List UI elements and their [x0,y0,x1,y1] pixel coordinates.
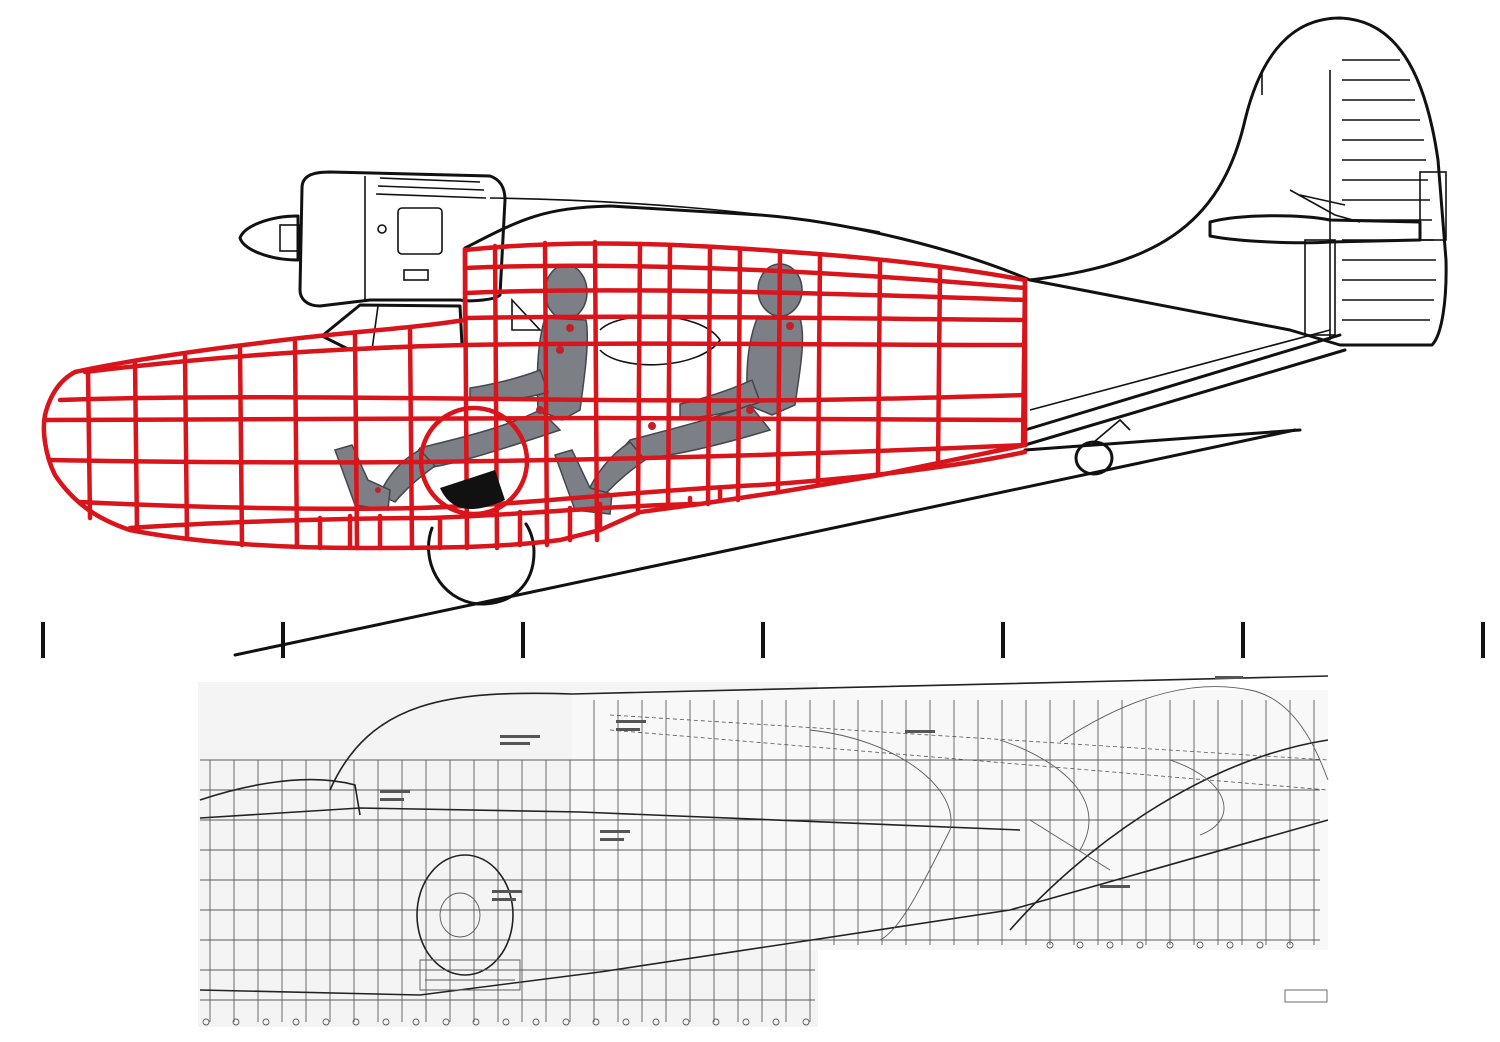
grid-row [47,442,1028,465]
grid-column [85,367,93,521]
grid-column [1020,277,1028,448]
station-marker [652,1018,660,1026]
landing-wheel-icon [1074,418,1131,476]
station-marker [352,1018,360,1026]
grid-row [42,415,1028,423]
station-marker [202,1018,210,1026]
station-marker [1196,941,1204,949]
grid-row [77,449,1028,511]
grid-column [542,240,550,548]
main-landing-wheel [427,522,536,606]
station-marker [412,1018,420,1026]
station-marker [472,1018,480,1026]
station-marker [562,1018,570,1026]
grid-column [132,359,140,533]
grid-column [665,243,673,511]
tail-fin [1028,16,1448,347]
grid-column [182,353,190,541]
grid-outline [41,241,1028,551]
station-marker [772,1018,780,1026]
station-marker [1106,941,1114,949]
aircraft-side-profile [233,16,1448,657]
station-marker [1226,941,1234,949]
scale-ruler [41,622,1485,658]
station-marker [742,1018,750,1026]
grid-column [352,331,360,551]
station-marker [1256,941,1264,949]
station-marker [1076,941,1084,949]
grid-column [292,339,300,550]
grid-column [815,253,823,488]
grid-column [407,327,415,551]
grid-row [462,314,1028,323]
station-marker [232,1018,240,1026]
rudder-ribs [1342,59,1436,321]
grid-column [735,247,743,503]
station-marker [322,1018,330,1026]
engine-nacelle [298,170,507,308]
station-marker [1136,941,1144,949]
station-marker [382,1018,390,1026]
tail-boom [1023,333,1347,452]
overlay-structure-grid [41,239,1028,551]
station-marker [1286,941,1294,949]
grid-column [775,249,783,495]
station-marker [532,1018,540,1026]
ground-line [233,428,1297,657]
grid-column [237,345,245,548]
station-marker [1046,941,1054,949]
structural-blueprint [198,675,1329,1027]
station-marker [502,1018,510,1026]
passenger-mannequin-icon [554,263,804,515]
station-marker [622,1018,630,1026]
grid-column [705,245,713,507]
grid-column [592,239,600,543]
station-marker [1166,941,1174,949]
station-marker [292,1018,300,1026]
station-marker [682,1018,690,1026]
grid-column [875,259,883,478]
wheel-well-circle [418,405,530,517]
station-marker [262,1018,270,1026]
propeller-spinner-icon [238,214,301,262]
grid-row [57,392,1028,403]
grid-column [635,241,643,515]
station-marker [592,1018,600,1026]
pilot-mannequin-icon [334,264,589,511]
station-marker [712,1018,720,1026]
station-marker [442,1018,450,1026]
station-marker [802,1018,810,1026]
grid-row [82,341,1028,375]
grid-column [935,265,943,468]
